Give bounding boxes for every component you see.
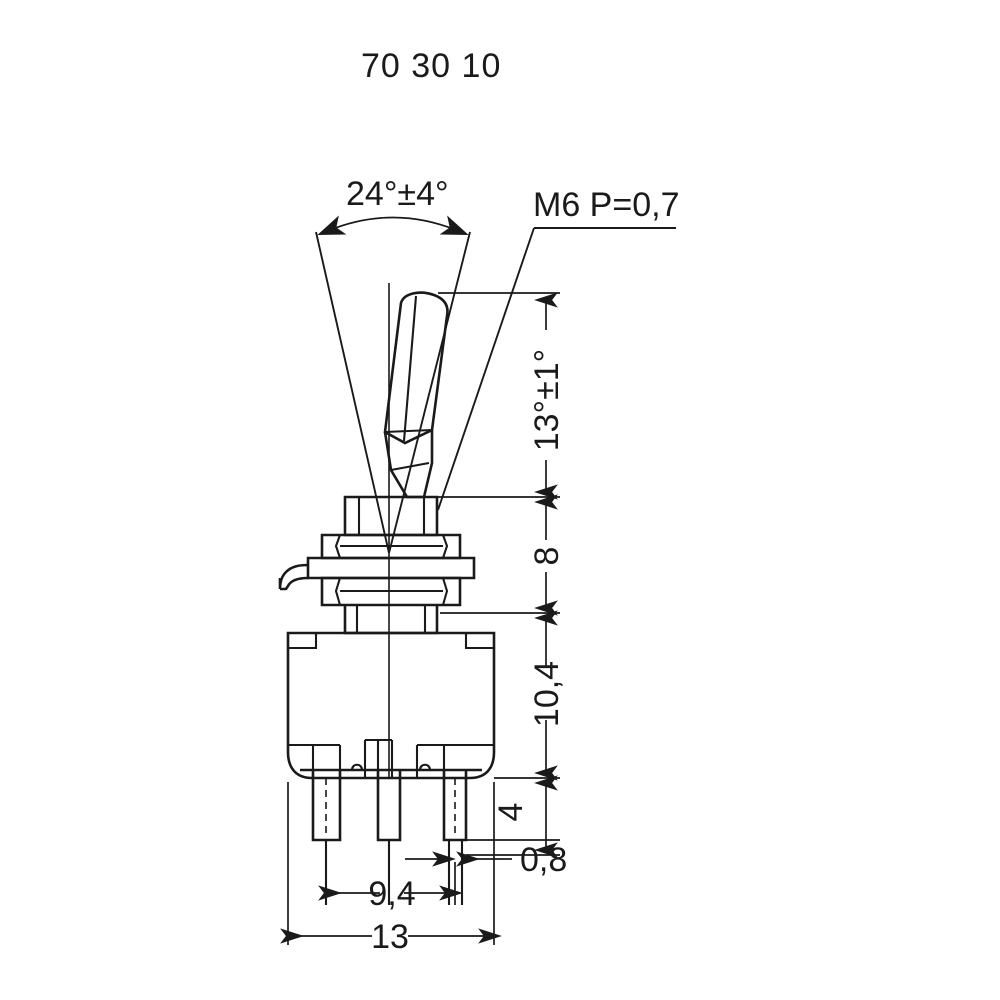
- terminal-pin-center: [376, 770, 402, 905]
- bushing-length-dimension: 8: [528, 494, 566, 616]
- lever-height-dimension: 13°±1°: [528, 292, 566, 500]
- thread-spec-label: M6 P=0,7: [533, 186, 679, 224]
- drawing-title: 70 30 10: [361, 47, 501, 85]
- bushing: [343, 495, 439, 537]
- bushing-length-label: 8: [528, 547, 566, 566]
- body-height-label: 10,4: [528, 661, 566, 727]
- pin-thickness-dimension: 0,8: [405, 841, 567, 879]
- hex-nut-lower: [320, 576, 462, 607]
- body-width-dimension: 13: [280, 782, 502, 956]
- pin-length-dimension: 4: [492, 775, 558, 858]
- toggle-angle-label: 24°±4°: [346, 175, 449, 213]
- terminal-pin-right: [442, 770, 468, 905]
- lever-height-label: 13°±1°: [528, 349, 566, 452]
- pin-pitch-dimension: 9,4: [318, 862, 463, 913]
- toggle-lever: [383, 291, 449, 499]
- body-height-dimension: 10,4: [528, 610, 566, 781]
- pin-thickness-label: 0,8: [520, 841, 567, 879]
- body-width-label: 13: [371, 918, 409, 956]
- bushing-shank: [343, 605, 439, 635]
- lock-washer: [278, 556, 476, 591]
- toggle-angle-dimension: 24°±4°: [317, 175, 469, 236]
- pin-length-label: 4: [492, 803, 530, 822]
- thread-spec-leader: M6 P=0,7: [437, 186, 679, 511]
- pin-pitch-label: 9,4: [368, 875, 415, 913]
- angle-construction-lines: [315, 231, 471, 554]
- switch-body: [286, 631, 496, 780]
